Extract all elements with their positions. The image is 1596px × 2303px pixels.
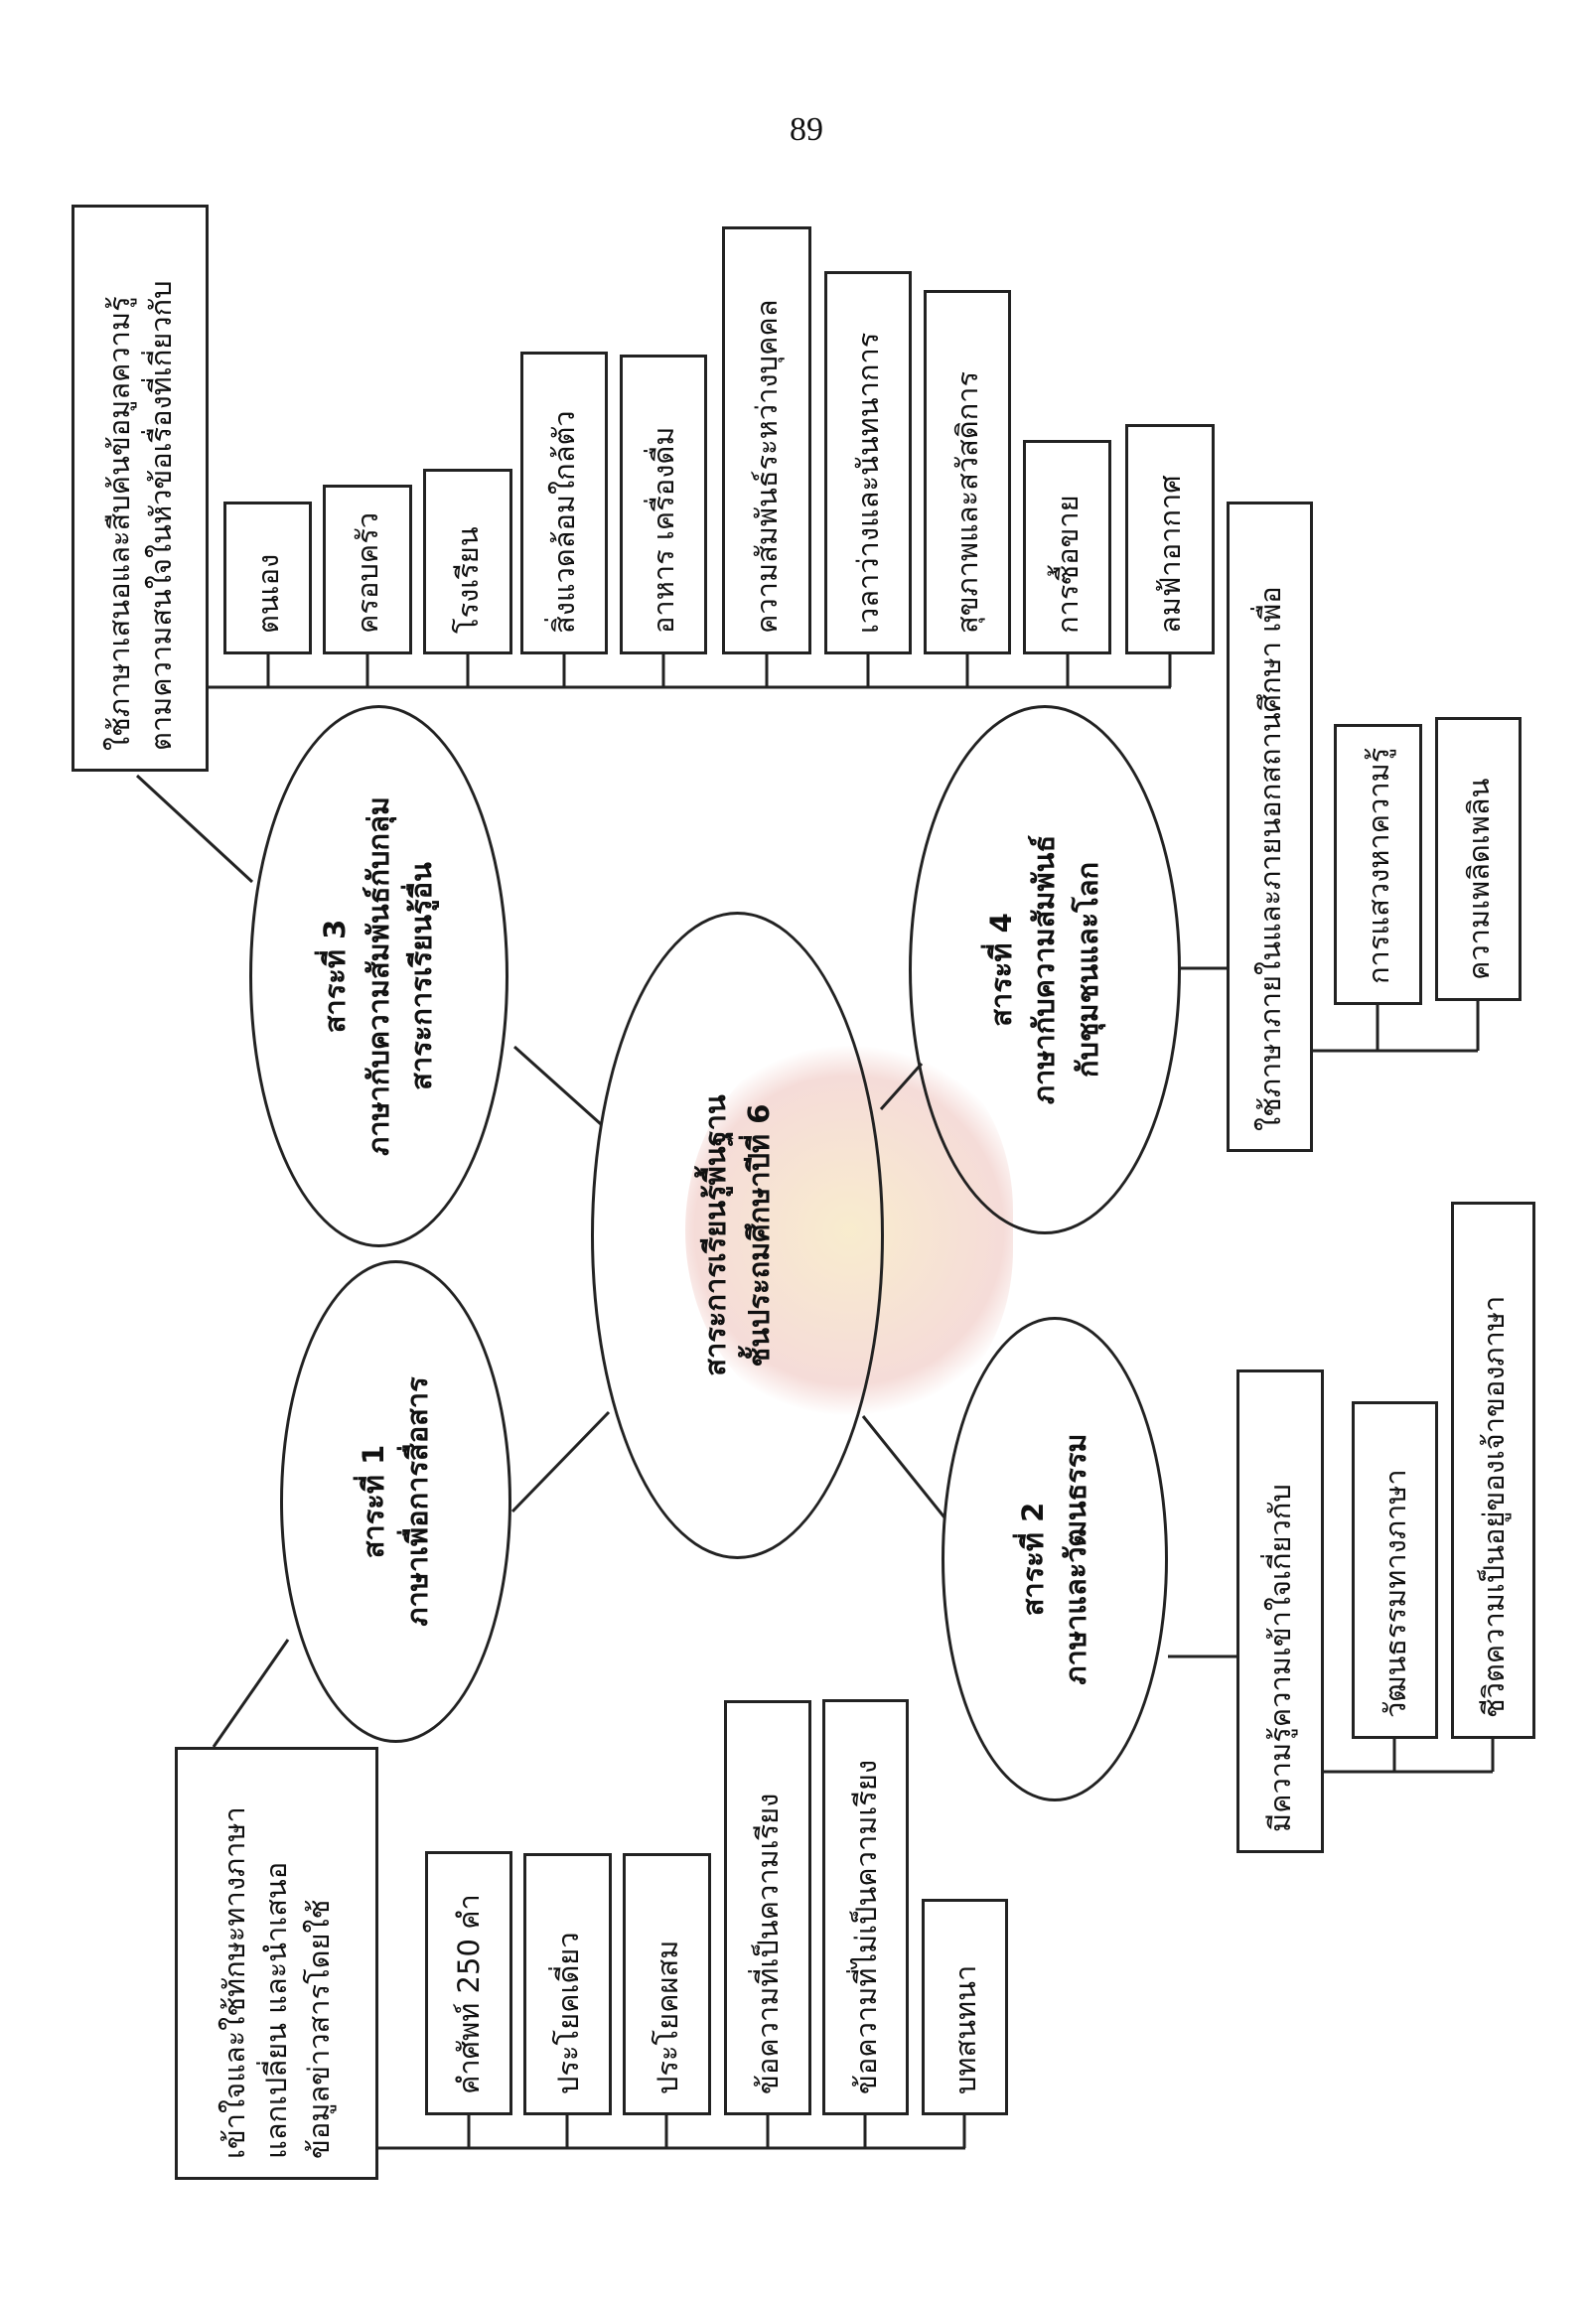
strand3-name-line1: ภาษากับความสัมพันธ์กับกลุ่ม [361, 796, 395, 1156]
strand1-topic: ข้อความที่เป็นความเรียง [724, 1700, 811, 2115]
connector-center-s4 [879, 1063, 924, 1110]
strand3-topic: เวลาว่างและนันทนาการ [824, 271, 912, 654]
connector-center-s3 [512, 1045, 603, 1126]
strand1-box-line: ข้อมูลข่าวสารโดยใช้ [301, 1899, 336, 2159]
center-node: สาระการเรียนรู้พื้นฐาน ชั้นประถมศึกษาปีท… [591, 912, 884, 1559]
strand1-description-box: เข้าใจและใช้ทักษะทางภาษา แลกเปลี่ยน และน… [175, 1747, 378, 2180]
strand1-box-line: แลกเปลี่ยน และนำเสนอ [259, 1861, 294, 2159]
strand2-name: ภาษาและวัฒนธรรม [1059, 1433, 1092, 1685]
strand3-topic: สุขภาพและสวัสดิการ [924, 290, 1011, 654]
strand4-description-box: ใช้ภาษาภายในและภายนอกสถานศึกษา เพื่อ [1227, 502, 1313, 1152]
strand2-topic: ชีวิตความเป็นอยู่ของเจ้าของภาษา [1451, 1202, 1535, 1739]
strand1-name: ภาษาเพื่อการสื่อสาร [399, 1376, 434, 1627]
strand1-topic: ประโยคผสม [623, 1853, 711, 2115]
strand3-box-line: ตามความสนใจในหัวข้อเรื่องที่เกี่ยวกับ [144, 280, 178, 751]
strand3-topic: การซื้อขาย [1023, 440, 1111, 654]
connector-center-s2 [861, 1415, 946, 1518]
strand4-name-line1: ภาษากับความสัมพันธ์ [1027, 834, 1062, 1105]
strand4-topic: การแสวงหาความรู้ [1334, 724, 1422, 1005]
strand4-title: สาระที่ 4 [983, 913, 1018, 1027]
s1-ticks [467, 2115, 966, 2148]
strand4-name-line2: กับชุมชนและโลก [1070, 861, 1104, 1079]
strand3-description-box: ใช้ภาษาเสนอและสืบค้นข้อมูลความรู้ ตามควา… [72, 205, 209, 772]
strand3-box-line: ใช้ภาษาเสนอและสืบค้นข้อมูลความรู้ [101, 296, 136, 751]
strand1-node: สาระที่ 1 ภาษาเพื่อการสื่อสาร [280, 1260, 511, 1743]
strand4-topic: ความเพลิดเพลิน [1435, 717, 1522, 1001]
strand1-topic: บทสนทนา [922, 1899, 1008, 2115]
strand3-topic: ครอบครัว [323, 485, 412, 654]
strand3-topic: โรงเรียน [423, 469, 512, 654]
strand3-node: สาระที่ 3 ภาษากับความสัมพันธ์กับกลุ่ม สา… [249, 705, 508, 1247]
connector-s3-box [135, 774, 254, 884]
strand1-box-line: เข้าใจและใช้ทักษะทางภาษา [218, 1806, 252, 2159]
strand2-topic: วัฒนธรรมทางภาษา [1352, 1401, 1438, 1739]
strand3-topic: ตนเอง [223, 502, 312, 654]
strand3-topic: อาหาร เครื่องดื่ม [620, 355, 707, 654]
strand2-description-box: มีความรู้ความเข้าใจเกี่ยวกับ [1236, 1369, 1324, 1853]
strand1-topic: คำศัพท์ 250 คำ [425, 1851, 512, 2115]
strand3-name-line2: สาระการเรียนรู้อื่น [404, 862, 439, 1090]
strand3-topic: ลมฟ้าอากาศ [1125, 424, 1215, 654]
center-line1: สาระการเรียนรู้พื้นฐาน [698, 1094, 732, 1376]
connector-s1-box [212, 1639, 290, 1748]
strand1-topic: ข้อความที่ไม่เป็นความเรียง [822, 1699, 909, 2115]
strand4-node: สาระที่ 4 ภาษากับความสัมพันธ์ กับชุมชนแล… [909, 705, 1181, 1234]
center-line2: ชั้นประถมศึกษาปีที่ 6 [741, 1103, 776, 1367]
strand1-topic: ประโยคเดี่ยว [523, 1853, 612, 2115]
strand1-title: สาระที่ 1 [357, 1444, 390, 1559]
strand2-node: สาระที่ 2 ภาษาและวัฒนธรรม [942, 1317, 1168, 1801]
connector-center-s1 [510, 1410, 611, 1513]
s3-ticks [266, 654, 1172, 687]
strand3-topic: สิ่งแวดล้อมใกล้ตัว [520, 352, 608, 654]
strand3-title: สาระที่ 3 [318, 919, 353, 1034]
page-number: 89 [790, 111, 823, 148]
strand3-topic: ความสัมพันธ์ระหว่างบุคคล [722, 226, 811, 654]
strand2-title: สาระที่ 2 [1015, 1502, 1050, 1617]
